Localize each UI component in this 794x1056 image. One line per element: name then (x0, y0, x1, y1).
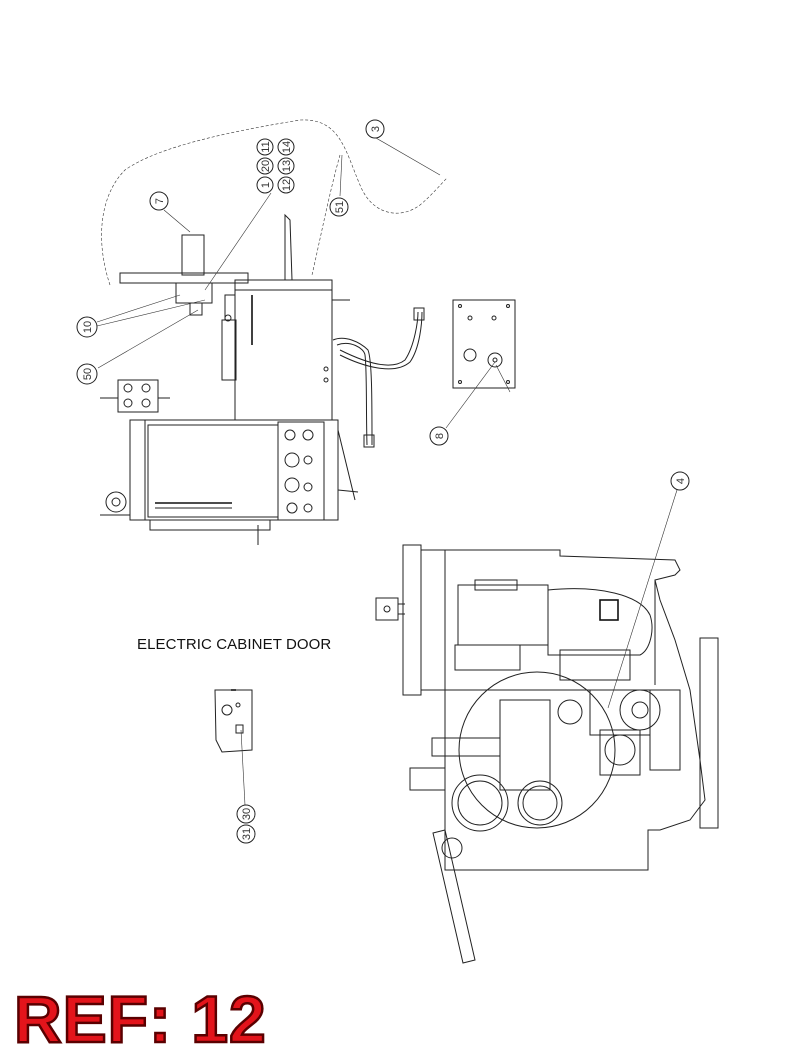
mounting-plate (452, 299, 516, 389)
callout-bubbles: 11 14 20 13 1 12 3 7 (76, 119, 690, 844)
callout-10: 10 (82, 321, 94, 333)
callout-14: 14 (281, 141, 293, 153)
upper-assembly (100, 213, 425, 545)
callout-4: 4 (675, 478, 687, 484)
callout-30: 30 (241, 808, 253, 820)
callout-3: 3 (370, 126, 382, 132)
cable-loop (101, 119, 448, 286)
callout-11: 11 (260, 141, 272, 152)
ref-label: REF: 12 (13, 982, 267, 1056)
callout-1: 1 (260, 182, 272, 188)
callout-31: 31 (241, 828, 253, 840)
electric-cabinet-door-caption: ELECTRIC CABINET DOOR (137, 636, 332, 653)
callout-51: 51 (334, 201, 346, 213)
callout-8: 8 (434, 433, 446, 439)
leader-lines (96, 137, 678, 806)
callout-7: 7 (154, 198, 166, 204)
callout-20: 20 (260, 160, 272, 172)
callout-13: 13 (281, 160, 293, 172)
lower-assembly (375, 544, 719, 964)
callout-50: 50 (82, 368, 94, 380)
callout-12: 12 (281, 179, 293, 191)
cabinet-door-panel (214, 689, 253, 753)
